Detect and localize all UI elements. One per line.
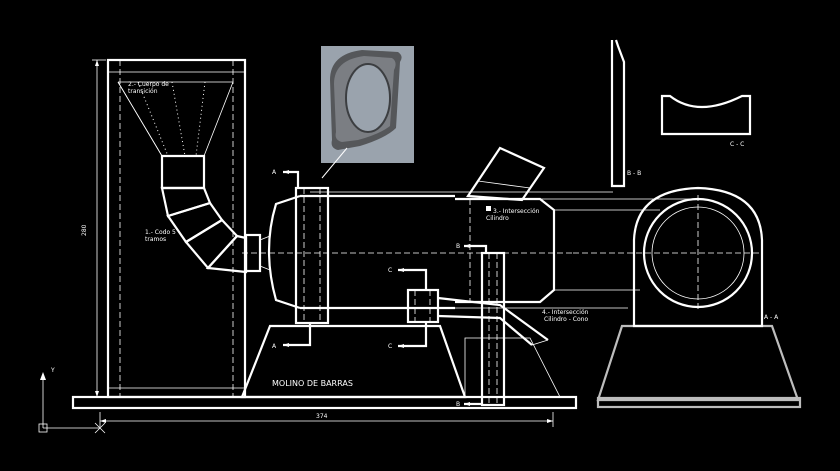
elbow-5-segments xyxy=(160,154,248,274)
ucs-icon xyxy=(38,372,106,434)
view-cc xyxy=(660,94,752,136)
3d-preview xyxy=(321,46,414,179)
section-a-markers xyxy=(283,170,312,347)
width-dimension: 374 xyxy=(99,412,554,427)
mill-drum xyxy=(244,186,455,325)
funnel-label-1: 2.- Cuerpo de xyxy=(128,81,169,88)
view-cc-label: C - C xyxy=(730,141,744,148)
outlet-housing xyxy=(455,197,556,304)
mill-support-base xyxy=(240,324,561,399)
height-dim-label: 280 xyxy=(81,224,88,236)
view-aa-label: A - A xyxy=(764,314,779,321)
section-b-markers xyxy=(464,244,488,406)
cyl-intersection-label-1: 3.- Intersección xyxy=(493,208,540,215)
section-b-top-label: B xyxy=(456,243,460,250)
width-dim-label: 374 xyxy=(316,413,328,420)
section-a-bottom-label: A xyxy=(272,343,277,350)
discharge-pipe xyxy=(406,288,549,346)
section-c-markers xyxy=(398,268,428,348)
view-bb-label: B - B xyxy=(627,170,641,177)
section-b-bottom-label: B xyxy=(456,401,460,408)
section-a-top-label: A xyxy=(272,169,277,176)
view-bb xyxy=(610,39,626,188)
section-c-top-label: C xyxy=(388,267,392,274)
cone-intersection-label-1: 4.- Intersección xyxy=(542,309,589,316)
drawing-title: MOLINO DE BARRAS xyxy=(272,379,353,388)
section-c-bottom-label: C xyxy=(388,343,392,350)
base-plate xyxy=(71,395,578,410)
cyl-intersection-marker xyxy=(486,206,491,211)
cyl-intersection-label-2: Cilindro xyxy=(486,215,509,222)
view-aa xyxy=(596,186,802,409)
elbow-label-2: tramos xyxy=(145,236,166,243)
height-dimension: 280 xyxy=(81,59,106,398)
vertical-pipe xyxy=(480,251,506,407)
funnel-label-2: transición xyxy=(128,88,158,95)
cone-intersection-label-2: Cilindro - Cono xyxy=(544,316,588,323)
ucs-y-label: Y xyxy=(50,367,55,374)
top-chute xyxy=(466,146,546,202)
elbow-label-1: 1.- Codo 5 xyxy=(145,229,176,236)
